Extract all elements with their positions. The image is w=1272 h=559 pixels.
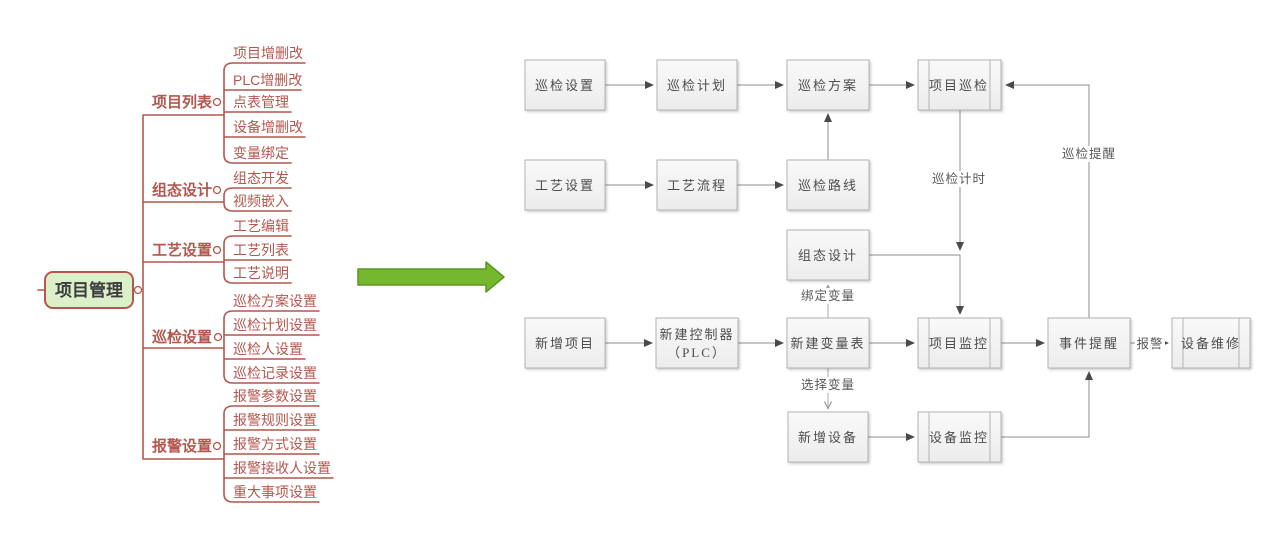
edge-label-bg xyxy=(799,288,857,304)
mindmap-branch2-bracket xyxy=(223,187,292,212)
mindmap-child-label: 视频嵌入 xyxy=(233,193,289,209)
mindmap-child-label: 重大事项设置 xyxy=(233,484,317,500)
edge-label-alarm: 报警 xyxy=(1136,336,1163,351)
mindmap-child-label: 报警方式设置 xyxy=(233,436,317,452)
mindmap-branch-label: 巡检设置 xyxy=(152,328,212,346)
predefined-process-bars xyxy=(928,412,991,462)
flow-node-inspect-plan: 巡检计划 xyxy=(656,59,738,111)
mindmap-branch-label: 项目列表 xyxy=(152,93,213,111)
mindmap-child-label: 巡检记录设置 xyxy=(233,365,317,381)
edge-label-inspect-remind: 巡检提醒 xyxy=(1062,146,1116,161)
mindmap-child-label: 设备增删改 xyxy=(233,119,303,135)
edge-label-bg xyxy=(930,171,988,187)
mindmap-child-label: 组态开发 xyxy=(233,170,289,186)
mindmap-branch1-bracket xyxy=(223,62,306,164)
collapse-toggle-icon xyxy=(213,332,223,342)
flow-node-label: 巡检设置 xyxy=(535,78,595,93)
collapse-toggle-icon xyxy=(212,441,222,451)
flow-node-device-monitor: 设备监控 xyxy=(917,411,1002,463)
mindmap-child-label: 报警参数设置 xyxy=(233,388,317,404)
flow-node-label: 巡检路线 xyxy=(798,178,858,193)
flow-node-label: 新增项目 xyxy=(535,336,595,351)
mindmap-child-label: 巡检人设置 xyxy=(233,341,303,357)
mindmap-branch-label: 报警设置 xyxy=(152,437,212,455)
flow-node-label: 工艺流程 xyxy=(667,178,727,193)
predefined-process-bars xyxy=(928,60,991,110)
flow-node-label: （PLC） xyxy=(667,345,727,360)
flow-node-project-monitor: 项目监控 xyxy=(917,317,1002,369)
flow-node-label: 新增设备 xyxy=(798,430,858,445)
flow-node-device-repair: 设备维修 xyxy=(1171,317,1251,369)
transform-arrow-icon xyxy=(357,261,505,293)
mindmap-branch-label: 工艺设置 xyxy=(152,242,212,259)
mindmap-trunk-line xyxy=(37,114,225,460)
flow-node-label: 组态设计 xyxy=(798,248,858,263)
mindmap-child-label: 巡检方案设置 xyxy=(233,293,317,309)
flow-node-label: 项目巡检 xyxy=(929,78,989,93)
flow-node-label: 项目监控 xyxy=(929,336,989,351)
collapse-toggle-icon xyxy=(212,185,222,195)
flow-node-new-controller: 新建控制器 （PLC） xyxy=(655,317,739,369)
mindmap-child-label: 报警接收人设置 xyxy=(233,460,331,476)
flow-node-label: 新建变量表 xyxy=(790,336,865,351)
mindmap-branch5-bracket xyxy=(223,405,334,503)
flow-node-inspect-setting: 巡检设置 xyxy=(524,59,606,111)
flow-node-inspect-route: 巡检路线 xyxy=(786,159,870,211)
mindmap: 项目管理 项目列表 组态设计 工艺设置 巡检设置 报警设置 项目增删改 PLC增… xyxy=(37,45,334,503)
edge-device-monitor-to-event-remind xyxy=(1001,371,1093,438)
collapse-toggle-icon xyxy=(212,245,222,255)
flowchart: 巡检计时 巡检提醒 绑定变量 选择变量 报警 巡检设置 巡检计划 巡检方案 项目… xyxy=(524,59,1251,463)
mindmap-child-label: 工艺编辑 xyxy=(233,218,289,234)
flow-node-craft-setting: 工艺设置 xyxy=(524,159,606,211)
flow-node-inspect-scheme: 巡检方案 xyxy=(786,59,870,111)
mindmap-child-label: 工艺说明 xyxy=(233,265,289,281)
flow-node-label: 事件提醒 xyxy=(1059,336,1119,351)
mindmap-child-label: 工艺列表 xyxy=(233,242,289,258)
flow-node-label: 工艺设置 xyxy=(535,178,595,193)
collapse-toggle-icon xyxy=(212,97,222,107)
edge-label-inspect-timing: 巡检计时 xyxy=(932,171,986,186)
flow-node-new-project: 新增项目 xyxy=(524,317,606,369)
flow-node-craft-flow: 工艺流程 xyxy=(656,159,738,211)
mindmap-child-label: PLC增删改 xyxy=(233,72,302,88)
flow-node-label: 巡检方案 xyxy=(798,78,858,93)
predefined-process-bars xyxy=(1182,318,1240,368)
flow-node-event-remind: 事件提醒 xyxy=(1047,317,1131,369)
mindmap-child-label: 点表管理 xyxy=(233,94,289,110)
edge-label-bind-variable: 绑定变量 xyxy=(801,288,855,303)
mindmap-root-node xyxy=(44,271,134,309)
flow-node-label: 巡检计划 xyxy=(667,78,727,93)
flow-node-label: 新建控制器 xyxy=(659,327,734,342)
predefined-process-bars xyxy=(928,318,991,368)
mindmap-child-label: 变量绑定 xyxy=(233,145,289,161)
collapse-toggle-icon xyxy=(133,285,143,295)
flow-node-config-design: 组态设计 xyxy=(786,229,870,281)
flow-node-project-inspect: 项目巡检 xyxy=(917,59,1002,111)
edge-label-bg xyxy=(1060,146,1118,162)
flow-node-new-var-table: 新建变量表 xyxy=(786,317,870,369)
flow-node-label: 设备监控 xyxy=(929,430,989,445)
mindmap-root-label: 项目管理 xyxy=(55,280,123,300)
edge-label-bg xyxy=(799,377,857,393)
mindmap-child-label: 项目增删改 xyxy=(233,45,303,61)
flow-node-label: 设备维修 xyxy=(1181,336,1241,351)
flow-node-new-device: 新增设备 xyxy=(787,411,869,463)
mindmap-branch4-bracket xyxy=(223,310,320,384)
edge-label-select-variable: 选择变量 xyxy=(801,377,855,392)
mindmap-child-label: 报警规则设置 xyxy=(233,412,317,428)
mindmap-branch3-bracket xyxy=(223,235,292,284)
mindmap-branch-label: 组态设计 xyxy=(152,181,212,199)
edge-event-remind-to-project-inspect xyxy=(1005,81,1090,318)
edge-label-bg xyxy=(1135,336,1165,351)
mindmap-child-label: 巡检计划设置 xyxy=(233,317,317,333)
